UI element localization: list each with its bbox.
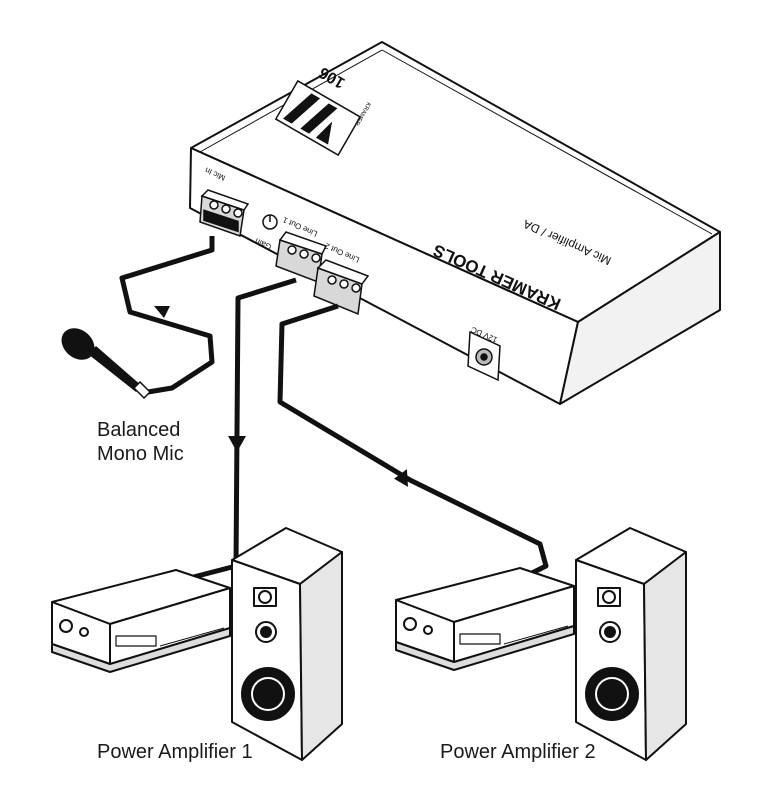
speaker-1 [231,527,343,761]
mic-in-connector [199,189,250,238]
line-out-1-connector [275,231,328,284]
amp2-label: Power Amplifier 2 [440,741,596,763]
power-amplifier-2 [395,567,575,671]
amp2-cable [277,303,549,587]
kramer-logo: KRAMER [274,79,371,157]
device-side-face [559,231,721,405]
mic-cable [119,236,215,395]
amp2-cable-arrow [394,469,408,487]
microphone [61,328,152,400]
amp1-label: Power Amplifier 1 [97,741,253,763]
speaker-2 [575,527,687,761]
line-out-2-connector [313,259,370,316]
mic-cable-arrow [154,306,170,318]
power-socket [467,330,501,382]
power-amplifier-1 [51,569,231,673]
amp1-cable-arrow [228,436,246,452]
gain-knob [262,214,278,230]
mic-label-line2: Mono Mic [97,443,184,465]
amp1-cable [181,277,297,583]
mic-label-line1: Balanced [97,419,181,441]
